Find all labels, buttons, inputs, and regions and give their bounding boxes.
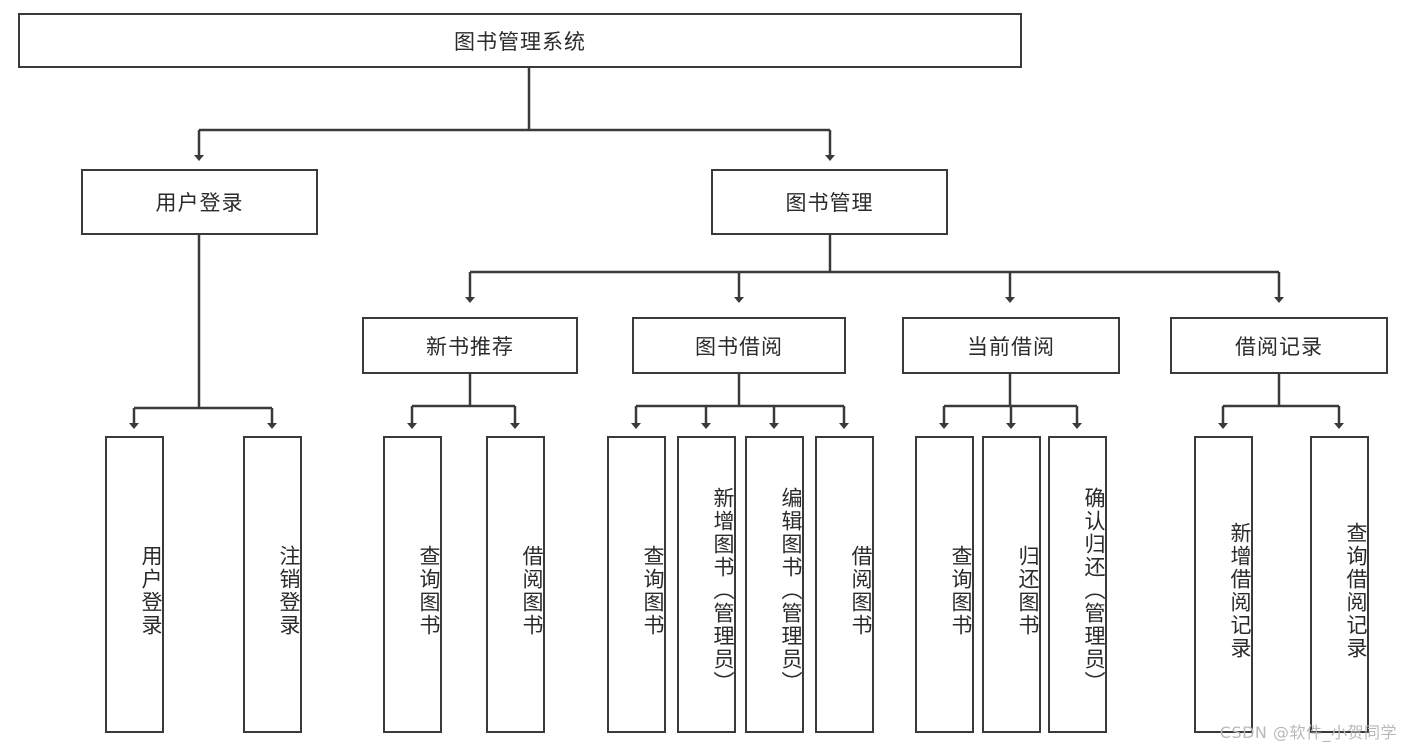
node-label: 图书管理 — [785, 191, 874, 215]
node-label: 借阅图书 — [849, 544, 873, 637]
node-label: 用户登录 — [155, 191, 244, 215]
node-label: 查询图书 — [641, 544, 665, 637]
node-label: 用户登录 — [139, 544, 163, 637]
node-borrow-record[interactable]: 借阅记录 — [1170, 317, 1388, 374]
leaf-borrow-book-new[interactable]: 借阅图书 — [486, 436, 545, 733]
leaf-query-book-borrow[interactable]: 查询图书 — [607, 436, 666, 733]
node-label: 新书推荐 — [426, 334, 514, 359]
node-label: 借阅记录 — [1235, 334, 1323, 359]
leaf-query-book-current[interactable]: 查询图书 — [915, 436, 974, 733]
leaf-query-borrow-record[interactable]: 查询借阅记录 — [1310, 436, 1369, 733]
node-book-borrow[interactable]: 图书借阅 — [632, 317, 846, 374]
leaf-confirm-return-admin[interactable]: 确认归还（管理员） — [1048, 436, 1107, 733]
node-label: 当前借阅 — [967, 334, 1055, 359]
node-current-borrow[interactable]: 当前借阅 — [902, 317, 1120, 374]
node-new-book-recommend[interactable]: 新书推荐 — [362, 317, 578, 374]
node-label: 新增图书（管理员） — [711, 487, 735, 694]
leaf-borrow-book[interactable]: 借阅图书 — [815, 436, 874, 733]
node-user-login[interactable]: 用户登录 — [81, 169, 318, 235]
leaf-return-book[interactable]: 归还图书 — [982, 436, 1041, 733]
node-label: 新增借阅记录 — [1228, 521, 1252, 660]
node-label: 归还图书 — [1016, 544, 1040, 637]
node-label: 查询图书 — [417, 544, 441, 637]
leaf-logout[interactable]: 注销登录 — [243, 436, 302, 733]
node-root-system[interactable]: 图书管理系统 — [18, 13, 1022, 68]
leaf-user-login[interactable]: 用户登录 — [105, 436, 164, 733]
leaf-query-book-new[interactable]: 查询图书 — [383, 436, 442, 733]
watermark: CSDN @软件_小贺同学 — [1219, 723, 1397, 742]
node-label: 查询图书 — [949, 544, 973, 637]
node-label: 借阅图书 — [520, 544, 544, 637]
node-label: 编辑图书（管理员） — [779, 487, 803, 694]
node-label: 注销登录 — [277, 544, 301, 637]
node-label: 图书借阅 — [695, 334, 783, 359]
leaf-add-book-admin[interactable]: 新增图书（管理员） — [677, 436, 736, 733]
leaf-add-borrow-record[interactable]: 新增借阅记录 — [1194, 436, 1253, 733]
leaf-edit-book-admin[interactable]: 编辑图书（管理员） — [745, 436, 804, 733]
node-book-management[interactable]: 图书管理 — [711, 169, 948, 235]
node-label: 查询借阅记录 — [1344, 521, 1368, 660]
node-label: 图书管理系统 — [454, 29, 586, 54]
node-label: 确认归还（管理员） — [1082, 487, 1106, 694]
